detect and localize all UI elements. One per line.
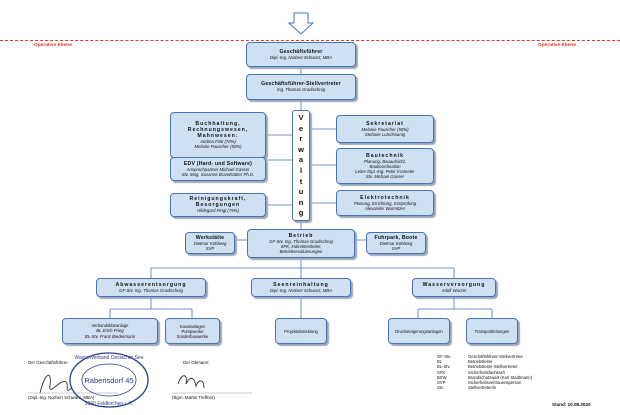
box-drucksteigerungsanlagen: Drucksteigerungsanlagen bbox=[388, 318, 450, 344]
legend-row: GF-Stv.Geschäftsführer-Stellvertreter bbox=[437, 354, 523, 359]
svg-text:9560 Feldkirchen i. K.: 9560 Feldkirchen i. K. bbox=[85, 401, 133, 407]
box-wasserversorgung: Wasserversorgung Adolf Wurzer bbox=[412, 278, 496, 297]
box-abwasserentsorgung: Abwasserentsorgung GF-Stv. Ing. Thomas G… bbox=[96, 278, 206, 297]
box-kanalanlagen: Kanalanlagen Pumpwerke Sonderbauwerke bbox=[165, 318, 220, 344]
operative-level-line bbox=[0, 40, 620, 41]
gf-signature-label: Der Geschäftsführer: bbox=[28, 360, 69, 365]
box-geschaeftsfuehrer: Geschäftsführer Dipl.-Ing. Norbert Schwa… bbox=[246, 42, 356, 67]
box-bautechnik: Bautechnik Planung, Bauaufsicht, Baukoor… bbox=[336, 148, 434, 184]
obmann-name: (Bgm. Martin Treffner) bbox=[172, 395, 215, 400]
obmann-signature-label: Der Obmann: bbox=[183, 360, 210, 365]
obmann-signature bbox=[177, 375, 205, 389]
legend-row: Stv.Stellvertreter/in bbox=[437, 385, 497, 391]
date-stand: Stand: 10.08.2020 bbox=[552, 402, 591, 407]
box-betrieb: Betrieb GF-Stv. Ing. Thomas Gradischnig … bbox=[247, 229, 355, 258]
verwaltung-column: V e r w a l t u n g bbox=[292, 110, 310, 221]
box-reinigung: Reinigungskraft, Besorgungen Hildegard P… bbox=[170, 193, 266, 217]
box-edv: EDV (Hard- und Software) Ansprechpartner… bbox=[170, 157, 266, 181]
box-transportleitungen: Transportleitungen bbox=[466, 318, 518, 344]
gf-signature bbox=[39, 374, 73, 394]
svg-text:Wasserverband Ossiacher See: Wasserverband Ossiacher See bbox=[74, 355, 143, 361]
down-arrow-icon bbox=[287, 12, 315, 35]
abbreviation-legend: GF-Stv.Geschäftsführer-Stellvertreter BL… bbox=[437, 354, 532, 390]
operative-level-left: Operative Ebene bbox=[34, 43, 72, 48]
box-elektrotechnik: Elektrotechnik Planung, Errichtung, Erst… bbox=[336, 190, 434, 216]
box-sekretariat: Sekretariat Melanie Pauscher (50%) Stefa… bbox=[336, 115, 434, 143]
svg-text:Rabensdorf 45: Rabensdorf 45 bbox=[84, 376, 133, 385]
box-buchhaltung: Buchhaltung, Rechnungswesen, Mahnwesen: … bbox=[170, 112, 266, 158]
box-werkstaette: Werkstätte Dietmar Kohlweg SVP bbox=[185, 232, 235, 254]
box-projektabwicklung: Projektabwicklung bbox=[275, 318, 327, 344]
gf-name: (Dipl.-Ing. Norbert Schwarz, MBA) bbox=[28, 395, 95, 400]
operative-level-right: Operative Ebene bbox=[538, 43, 576, 48]
box-seenreinhaltung: Seenreinhaltung Dipl.-Ing. Norbert Schwa… bbox=[251, 278, 351, 297]
box-gf-stellvertreter: Geschäftsführer-Stellvertreter Ing. Thom… bbox=[246, 74, 356, 100]
box-fuhrpark: Fuhrpark, Boote Dietmar Kohlweg SVP bbox=[366, 232, 426, 254]
association-stamp: Rabensdorf 45 Wasserverband Ossiacher Se… bbox=[69, 352, 149, 408]
box-verbandsklaeranlage: Verbandskläranlage BL Erich Prieg BL-Stv… bbox=[62, 318, 158, 344]
legend-row: BL-Stv.Betriebsleiter-Stellvertreter bbox=[437, 364, 518, 370]
